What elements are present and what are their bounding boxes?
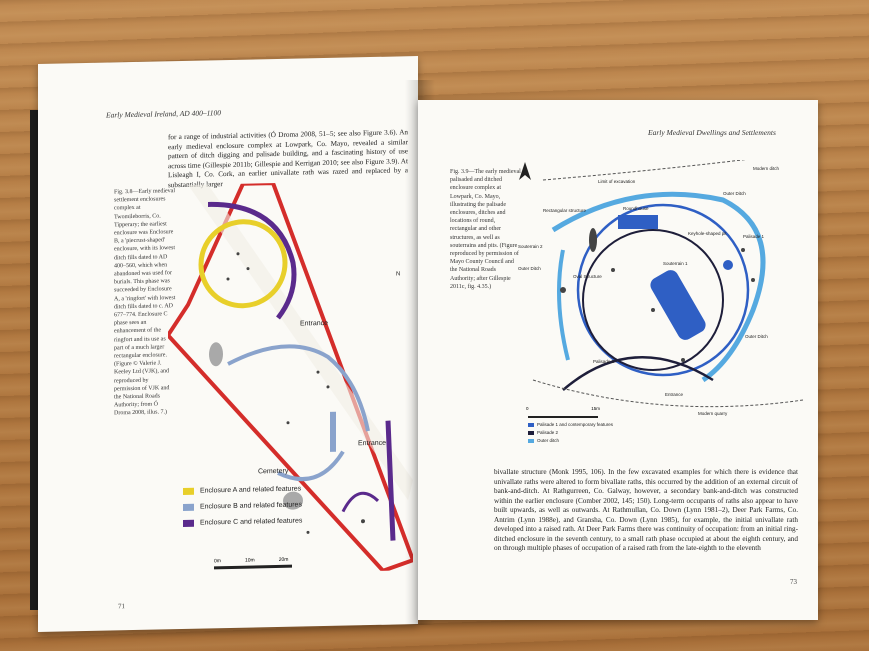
north-arrow-icon	[519, 162, 531, 180]
enclosure-c-side	[385, 420, 396, 541]
legend-swatch	[183, 487, 194, 495]
north-arrow-label: N	[396, 271, 400, 277]
legend-label: Palisade 2	[537, 430, 559, 435]
label-souterrain-1: Souterrain 1	[663, 261, 688, 266]
label-entrance: Entrance	[665, 392, 684, 397]
roundhouse	[618, 215, 658, 229]
legend-outer-ditch: Outer ditch	[528, 438, 559, 443]
label-roundhouse: Roundhouse	[623, 206, 649, 211]
legend-swatch	[183, 519, 194, 527]
label-rect-structure: Rectangular structure	[543, 208, 587, 213]
right-body-text: bivallate structure (Monk 1995, 106). In…	[494, 468, 798, 552]
enclosure-b-feature	[330, 411, 336, 452]
map-label-cemetery: Cemetery	[258, 468, 289, 476]
map-label-entrance-mid: Entrance	[358, 440, 386, 448]
book-cover-edge	[30, 110, 40, 610]
map-label-entrance-top: Entrance	[300, 320, 328, 328]
label-modern-ditch: Modern ditch	[753, 166, 780, 171]
pits	[560, 248, 755, 362]
label-souterrain-2: Souterrain 2	[518, 244, 543, 249]
outer-ditch	[551, 191, 766, 383]
palisade-2	[582, 229, 724, 371]
legend-swatch	[183, 503, 194, 511]
legend-swatch	[528, 438, 534, 443]
label-oval-structure: Oval Structure	[573, 274, 602, 279]
souterrain-1	[650, 270, 706, 340]
enclosure-a-ring	[198, 219, 288, 309]
scale-label: 0m	[214, 558, 221, 565]
right-page: Early Medieval Dwellings and Settlements…	[418, 100, 818, 620]
lowpark-map: Limit of excavation Modern ditch Outer D…	[518, 160, 804, 416]
legend-swatch	[528, 422, 534, 427]
enclosure-c-ditch	[207, 201, 297, 320]
scale-label: 10m	[244, 557, 255, 564]
scale-label: 15m	[591, 406, 600, 411]
right-figure-caption: Fig. 3.9—The early medieval palisaded an…	[450, 169, 521, 290]
legend-swatch	[528, 430, 534, 435]
grey-feature-1	[209, 342, 223, 367]
enclosure-map: Entrance Entrance Cemetery N	[168, 181, 413, 574]
right-page-number: 73	[790, 578, 797, 586]
palisade-1	[576, 203, 750, 377]
label-outer-ditch-left: Outer Ditch	[518, 266, 541, 271]
scale-label: 20m	[278, 556, 289, 563]
site-boundary	[168, 181, 413, 574]
legend-palisade-1: Palisade 1 and contemporary features	[528, 422, 613, 427]
label-modern-quarry: Modern quarry	[698, 411, 728, 416]
enclosure-c-arc	[341, 491, 380, 513]
left-page-number: 71	[118, 602, 125, 611]
label-outer-ditch-right: Outer Ditch	[745, 334, 768, 339]
grey-feature-2	[283, 491, 303, 510]
left-page: Early Medieval Ireland, AD 400–1100 for …	[38, 56, 418, 632]
right-scale-labels: 0 15m	[526, 406, 600, 411]
left-figure-caption: Fig. 3.8—Early medieval settlement enclo…	[114, 188, 176, 417]
label-palisade-2: Palisade 2	[593, 359, 615, 364]
right-scale-bar	[528, 416, 598, 418]
legend-palisade-2: Palisade 2	[528, 430, 558, 435]
scale-label: 0	[526, 406, 529, 411]
running-head-left: Early Medieval Ireland, AD 400–1100	[106, 108, 222, 120]
legend-label: Outer ditch	[537, 438, 560, 443]
label-palisade-1: Palisade 1	[743, 234, 765, 239]
running-head-right: Early Medieval Dwellings and Settlements	[648, 128, 776, 137]
enclosure-b-ditch	[227, 344, 370, 432]
enclosure-b-curve	[277, 450, 345, 482]
road-strip	[188, 184, 413, 501]
legend-label: Palisade 1 and contemporary features	[537, 422, 614, 427]
label-outer-ditch-top: Outer Ditch	[723, 191, 746, 196]
pits	[226, 252, 365, 534]
label-keyhole-pit: Keyhole-shaped pit	[688, 231, 727, 236]
label-limit-excavation: Limit of excavation	[598, 179, 636, 184]
